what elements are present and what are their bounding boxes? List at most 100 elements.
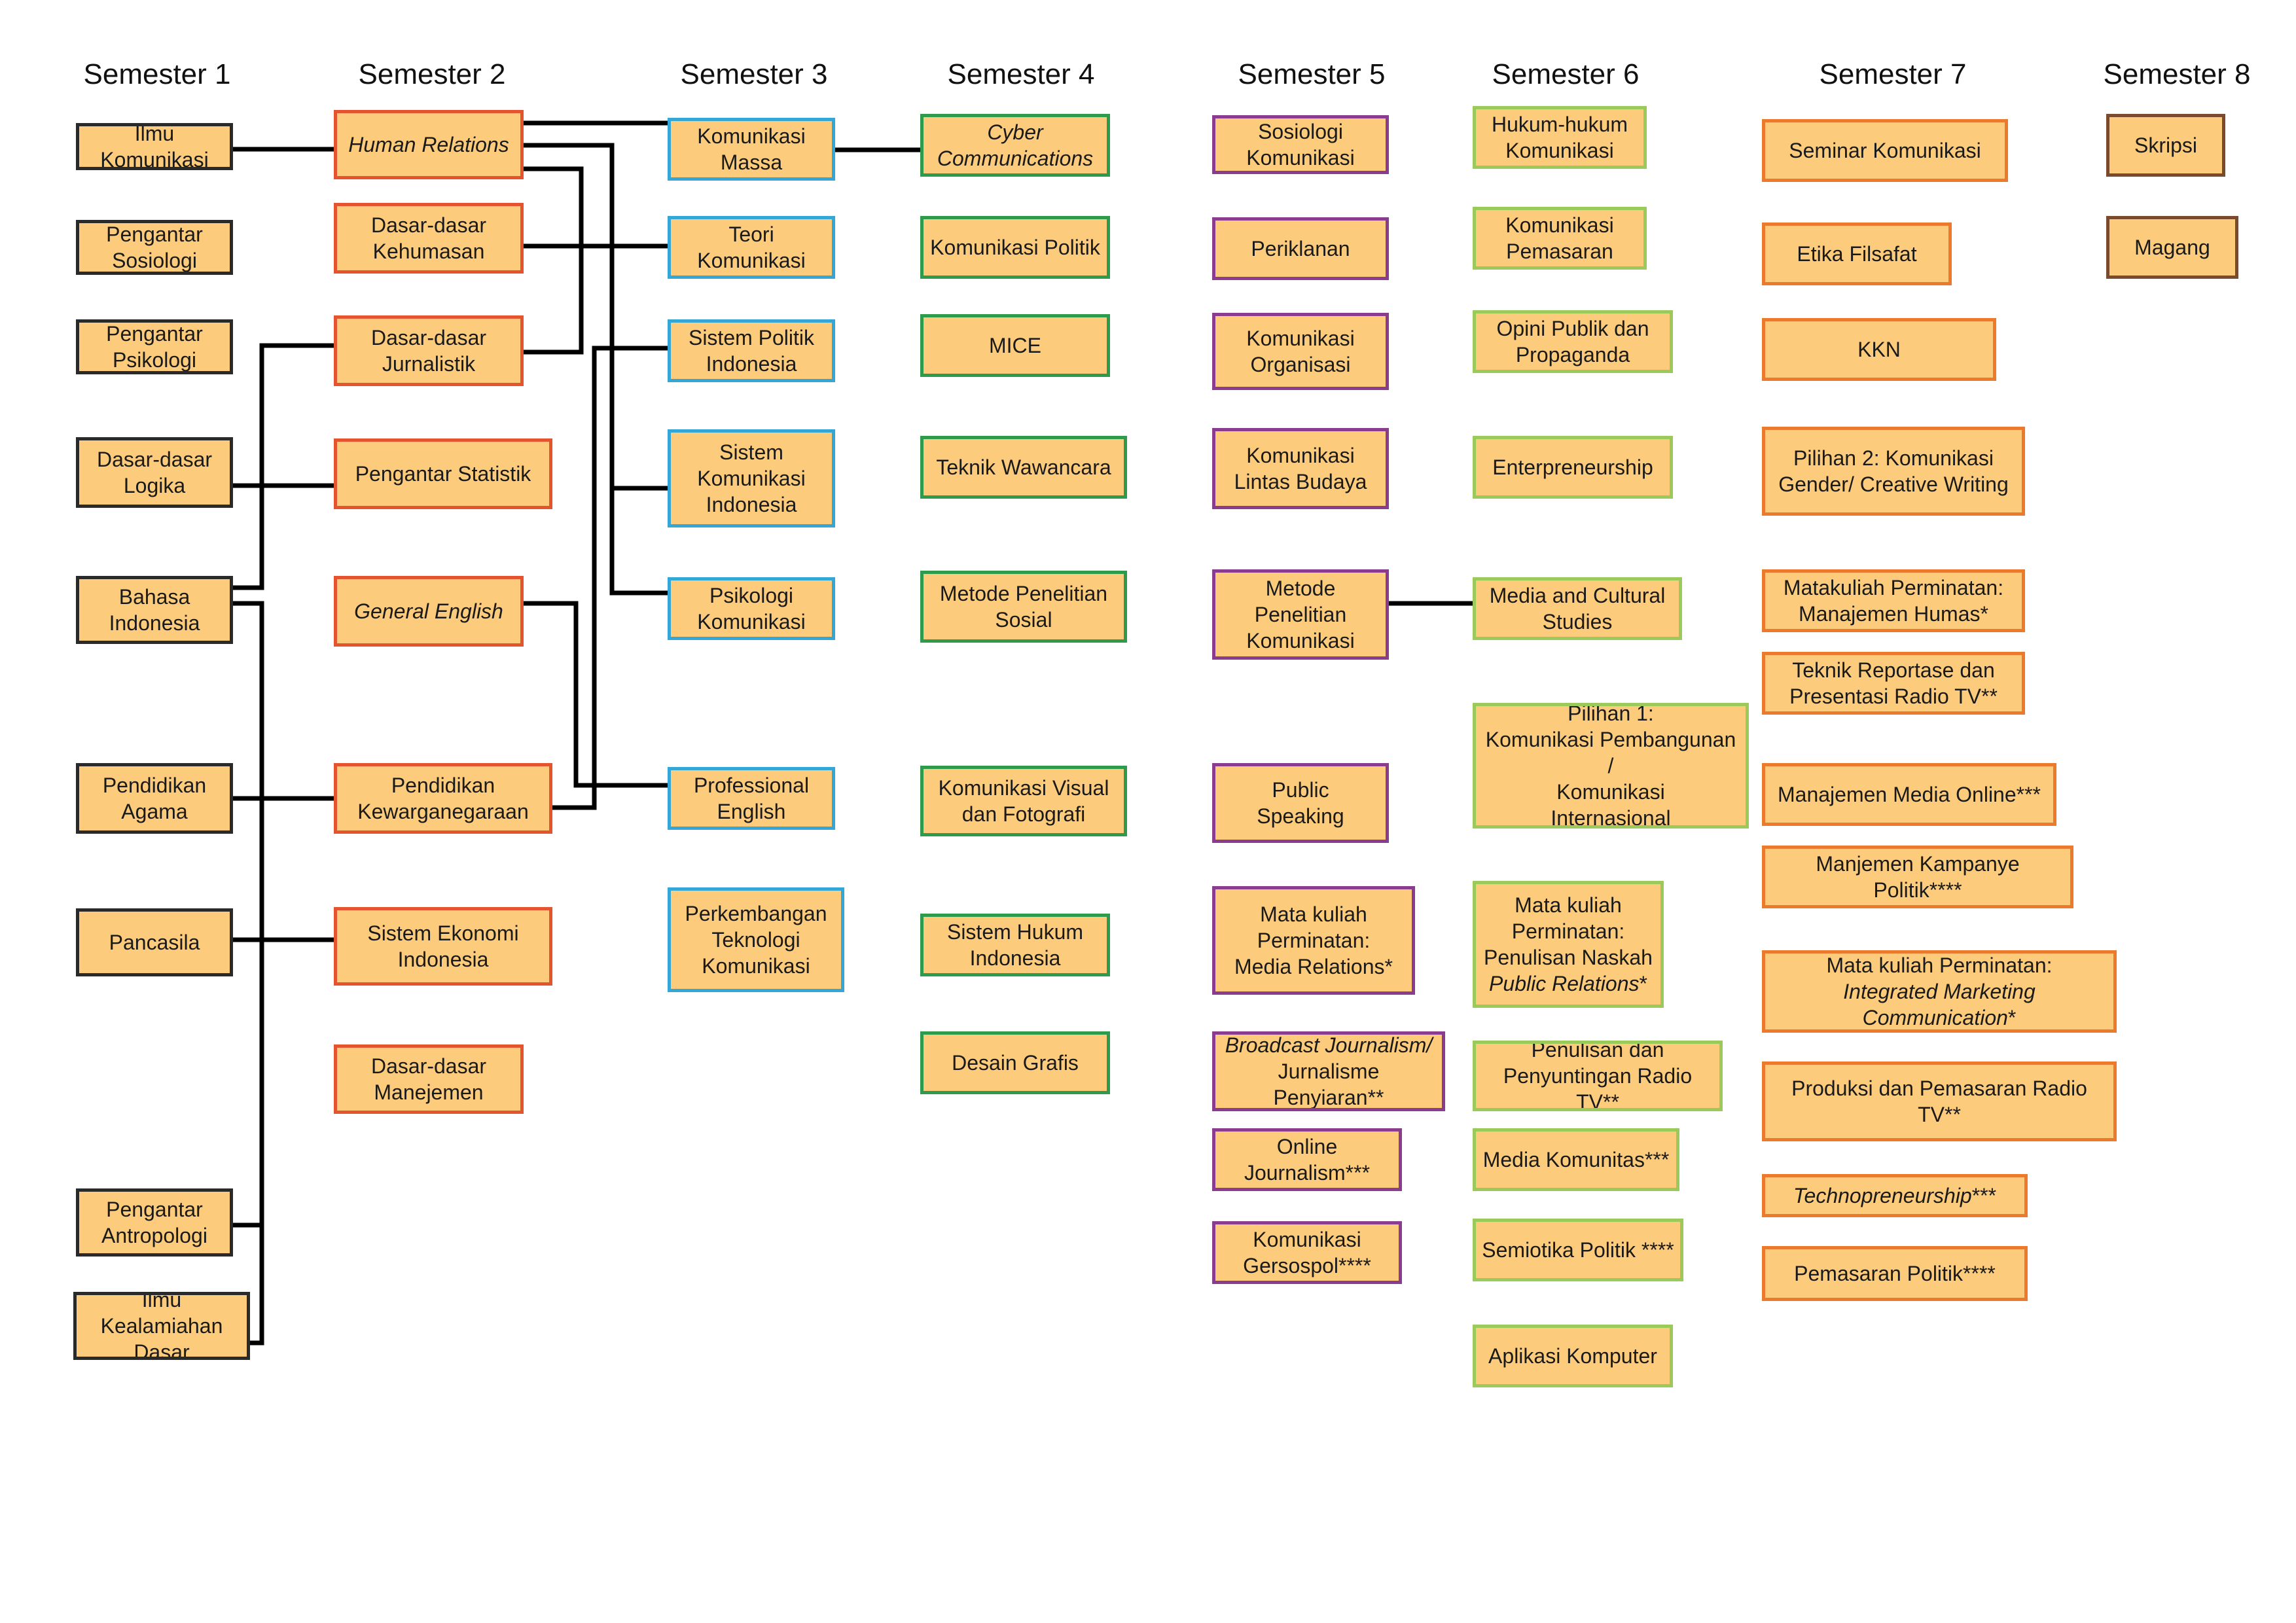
course-label: General English xyxy=(354,599,503,623)
course-box-s7-produksi-pemasaran-radio-tv: Produksi dan Pemasaran Radio TV** xyxy=(1762,1061,2117,1141)
course-box-s5-komunikasi-lintas-budaya: Komunikasi Lintas Budaya xyxy=(1212,428,1389,509)
connector-humanrel-siskom xyxy=(521,143,669,491)
course-label: Pemasaran Politik**** xyxy=(1794,1262,1996,1285)
course-box-s4-mice: MICE xyxy=(920,314,1110,377)
course-box-s4-sistem-hukum-indonesia: Sistem Hukum Indonesia xyxy=(920,914,1110,976)
course-box-s4-komunikasi-visual: Komunikasi Visual dan Fotografi xyxy=(920,766,1127,836)
course-label: Sosiologi Komunikasi xyxy=(1246,120,1355,169)
course-label: Cyber Communications xyxy=(937,120,1094,170)
course-label: Professional English xyxy=(693,774,810,823)
course-box-s4-teknik-wawancara: Teknik Wawancara xyxy=(920,436,1127,499)
course-label: Broadcast Journalism/ Jurnalisme Penyiar… xyxy=(1225,1033,1433,1109)
course-box-s7-seminar-komunikasi: Seminar Komunikasi xyxy=(1762,119,2008,182)
course-label: Pilihan 2: Komunikasi Gender/ Creative W… xyxy=(1778,446,2009,496)
course-label: Mata kuliah Perminatan: Media Relations* xyxy=(1234,902,1393,978)
course-label: Dasar-dasar Kehumasan xyxy=(370,213,487,263)
course-box-s5-komunikasi-organisasi: Komunikasi Organisasi xyxy=(1212,313,1389,390)
course-label: Komunikasi Organisasi xyxy=(1246,327,1355,376)
course-label: Opini Publik dan Propaganda xyxy=(1496,317,1649,366)
course-box-s5-broadcast-journalism: Broadcast Journalism/ Jurnalisme Penyiar… xyxy=(1212,1031,1445,1111)
connector-humanrel-psikom xyxy=(609,145,669,596)
course-label: Bahasa Indonesia xyxy=(109,585,200,635)
course-box-s3-teori-komunikasi: Teori Komunikasi xyxy=(668,216,835,279)
connector-humanrel-jurnalistik xyxy=(521,166,584,355)
course-label: Online Journalism*** xyxy=(1244,1135,1371,1185)
course-label: Etika Filsafat xyxy=(1797,242,1917,266)
course-label: Mata kuliah Perminatan: Integrated Marke… xyxy=(1826,954,2053,1029)
course-box-s6-komunikasi-pemasaran: Komunikasi Pemasaran xyxy=(1473,207,1647,270)
course-label: Komunikasi Massa xyxy=(697,124,806,174)
course-box-s6-media-komunitas: Media Komunitas*** xyxy=(1473,1128,1679,1191)
course-box-s1-pendidikan-agama: Pendidikan Agama xyxy=(76,763,233,834)
course-box-s4-desain-grafis: Desain Grafis xyxy=(920,1031,1110,1094)
course-label: Pancasila xyxy=(109,931,200,954)
course-label: Penulisan dan Penyuntingan Radio TV** xyxy=(1503,1041,1693,1111)
course-label: Teknik Wawancara xyxy=(936,455,1111,479)
semester-5-header: Semester 5 xyxy=(1238,58,1386,90)
course-label: Ilmu Komunikasi xyxy=(100,123,209,170)
course-label: Sistem Politik Indonesia xyxy=(688,326,815,376)
course-box-s2-human-relations: Human Relations xyxy=(334,110,524,179)
course-box-s6-pilihan-1: Pilihan 1: Komunikasi Pembangunan / Komu… xyxy=(1473,703,1749,829)
course-box-s3-sistem-politik-indonesia: Sistem Politik Indonesia xyxy=(668,319,835,382)
course-label: Pengantar Sosiologi xyxy=(106,223,203,272)
course-box-s7-pilihan-2: Pilihan 2: Komunikasi Gender/ Creative W… xyxy=(1762,427,2025,516)
course-box-s1-ilmu-kealamiahan-dasar: Ilmu Kealamiahan Dasar xyxy=(73,1292,250,1360)
course-box-s5-komunikasi-gersospol: Komunikasi Gersospol**** xyxy=(1212,1221,1402,1284)
course-label: Mata kuliah Perminatan: Penulisan Naskah… xyxy=(1484,893,1653,995)
course-box-s5-mk-media-relations: Mata kuliah Perminatan: Media Relations* xyxy=(1212,886,1415,995)
course-box-s6-semiotika-politik: Semiotika Politik **** xyxy=(1473,1219,1683,1281)
course-box-s7-manajemen-media-online: Manajemen Media Online*** xyxy=(1762,763,2056,826)
course-label: Sistem Hukum Indonesia xyxy=(946,920,1084,970)
course-box-s3-komunikasi-massa: Komunikasi Massa xyxy=(668,118,835,181)
connector-bahasa-jurnalistik xyxy=(232,343,335,590)
course-label: Metode Penelitian Sosial xyxy=(939,582,1108,632)
course-label: Hukum-hukum Komunikasi xyxy=(1491,113,1628,162)
course-label: Matakuliah Perminatan: Manajemen Humas* xyxy=(1783,576,2004,626)
course-label: Human Relations xyxy=(348,133,509,156)
course-label: Technopreneurship*** xyxy=(1793,1184,1997,1207)
course-box-s1-pancasila: Pancasila xyxy=(76,908,233,976)
course-box-s5-periklanan: Periklanan xyxy=(1212,217,1389,280)
course-box-s2-pendidikan-kewarganegaraan: Pendidikan Kewarganegaraan xyxy=(334,763,552,834)
semester-2-header: Semester 2 xyxy=(358,58,506,90)
course-label: Public Speaking xyxy=(1257,778,1344,828)
course-box-s2-sistem-ekonomi-indonesia: Sistem Ekonomi Indonesia xyxy=(334,907,552,986)
course-box-s6-opini-publik: Opini Publik dan Propaganda xyxy=(1473,310,1673,373)
course-box-s5-online-journalism: Online Journalism*** xyxy=(1212,1128,1402,1191)
course-box-s6-media-cultural-studies: Media and Cultural Studies xyxy=(1473,577,1682,640)
connector-pkn-sispol xyxy=(550,346,669,810)
course-box-s3-psikologi-komunikasi: Psikologi Komunikasi xyxy=(668,577,835,640)
course-box-s1-pengantar-sosiologi: Pengantar Sosiologi xyxy=(76,220,233,275)
course-box-s8-skripsi: Skripsi xyxy=(2106,114,2225,177)
course-box-s2-general-english: General English xyxy=(334,576,524,647)
course-label: Teknik Reportase dan Presentasi Radio TV… xyxy=(1789,658,1998,708)
course-label: Magang xyxy=(2134,236,2210,259)
course-box-s6-aplikasi-komputer: Aplikasi Komputer xyxy=(1473,1325,1673,1387)
course-box-s7-mk-imc: Mata kuliah Perminatan: Integrated Marke… xyxy=(1762,950,2117,1033)
course-label: Metode Penelitian Komunikasi xyxy=(1246,577,1355,652)
semester-6-header: Semester 6 xyxy=(1492,58,1640,90)
course-label: Dasar-dasar Manejemen xyxy=(370,1054,487,1104)
course-label: Psikologi Komunikasi xyxy=(697,584,806,633)
connector-genenglish-profenglish xyxy=(521,601,669,788)
course-label: Pendidikan Agama xyxy=(102,774,207,823)
course-label: KKN xyxy=(1857,338,1901,361)
course-box-s6-mk-penulisan-naskah: Mata kuliah Perminatan: Penulisan Naskah… xyxy=(1473,881,1664,1008)
course-box-s1-bahasa-indonesia: Bahasa Indonesia xyxy=(76,576,233,644)
semester-1-header: Semester 1 xyxy=(83,58,231,90)
course-label: Pengantar Psikologi xyxy=(106,322,203,372)
course-label: Pendidikan Kewarganegaraan xyxy=(357,774,529,823)
semester-8-header: Semester 8 xyxy=(2103,58,2251,90)
course-box-s3-perkembangan-teknologi: Perkembangan Teknologi Komunikasi xyxy=(668,887,844,992)
course-box-s4-metode-penelitian-sosial: Metode Penelitian Sosial xyxy=(920,571,1127,643)
course-label: Seminar Komunikasi xyxy=(1789,139,1981,162)
course-label: Produksi dan Pemasaran Radio TV** xyxy=(1791,1077,2087,1126)
course-label: Aplikasi Komputer xyxy=(1488,1344,1657,1368)
course-box-s4-komunikasi-politik: Komunikasi Politik xyxy=(920,216,1110,279)
course-box-s6-hukum-komunikasi: Hukum-hukum Komunikasi xyxy=(1473,106,1647,169)
course-label: Komunikasi Lintas Budaya xyxy=(1234,444,1367,493)
course-label: MICE xyxy=(989,334,1041,357)
course-label: Enterpreneurship xyxy=(1492,455,1653,479)
